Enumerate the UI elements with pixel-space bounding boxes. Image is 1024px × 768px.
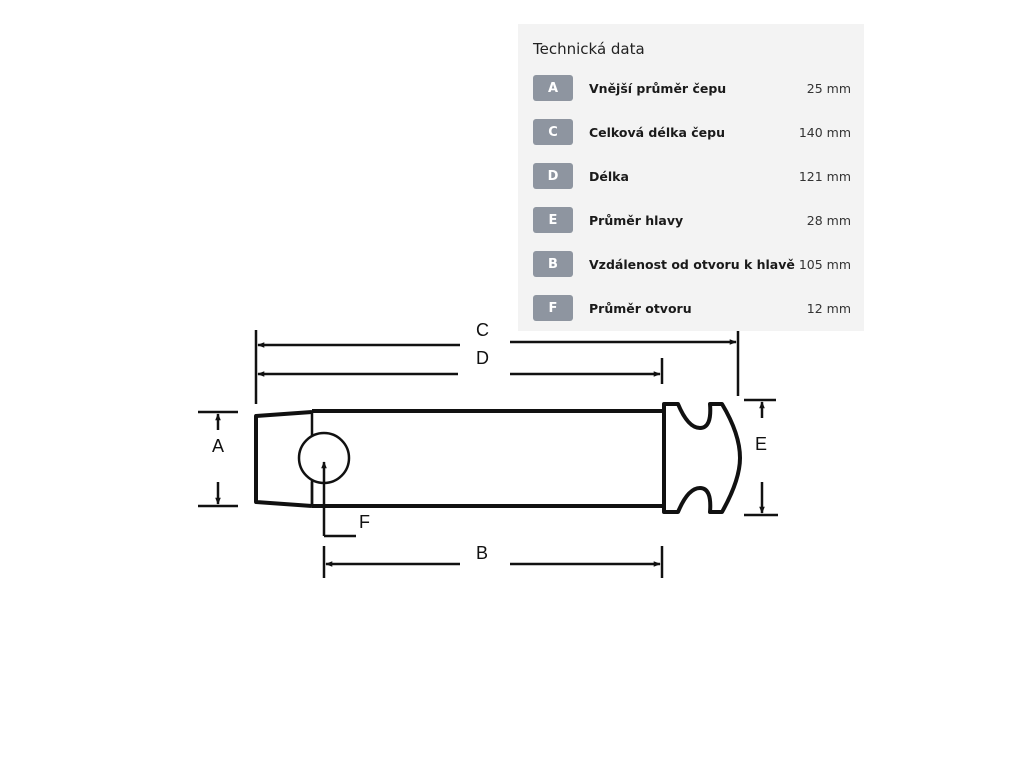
spec-value: 28 mm — [806, 212, 851, 228]
spec-row: A Vnější průměr čepu 25 mm — [533, 66, 851, 110]
spec-badge: A — [533, 75, 573, 101]
spec-label: Průměr hlavy — [589, 212, 684, 228]
spec-row: C Celková délka čepu 140 mm — [533, 110, 851, 154]
dim-label-e: E — [755, 434, 767, 454]
dim-label-b: B — [476, 543, 488, 563]
pin-outline — [254, 402, 742, 514]
spec-value: 105 mm — [798, 256, 851, 272]
spec-badge: B — [533, 251, 573, 277]
spec-badge: E — [533, 207, 573, 233]
spec-label: Vzdálenost od otvoru k hlavě — [589, 256, 795, 272]
panel-title: Technická data — [533, 40, 645, 58]
dim-label-d: D — [476, 348, 489, 368]
spec-value: 121 mm — [798, 168, 851, 184]
dim-label-c: C — [476, 320, 489, 340]
spec-label: Délka — [589, 168, 629, 184]
spec-label: Celková délka čepu — [589, 124, 725, 140]
dim-label-f: F — [359, 512, 370, 532]
spec-value: 12 mm — [806, 300, 851, 316]
dim-label-a: A — [212, 436, 224, 456]
spec-label: Průměr otvoru — [589, 300, 692, 316]
spec-row: B Vzdálenost od otvoru k hlavě 105 mm — [533, 242, 851, 286]
pin-tip — [254, 410, 313, 508]
spec-badge: D — [533, 163, 573, 189]
spec-row: F Průměr otvoru 12 mm — [533, 286, 851, 330]
spec-badge: C — [533, 119, 573, 145]
spec-label: Vnější průměr čepu — [589, 80, 727, 96]
spec-value: 25 mm — [806, 80, 851, 96]
spec-value: 140 mm — [798, 124, 851, 140]
spec-badge: F — [533, 295, 573, 321]
pin-head — [662, 402, 742, 514]
spec-row: E Průměr hlavy 28 mm — [533, 198, 851, 242]
spec-row: D Délka 121 mm — [533, 154, 851, 198]
technical-data-panel: Technická data A Vnější průměr čepu 25 m… — [518, 24, 864, 331]
